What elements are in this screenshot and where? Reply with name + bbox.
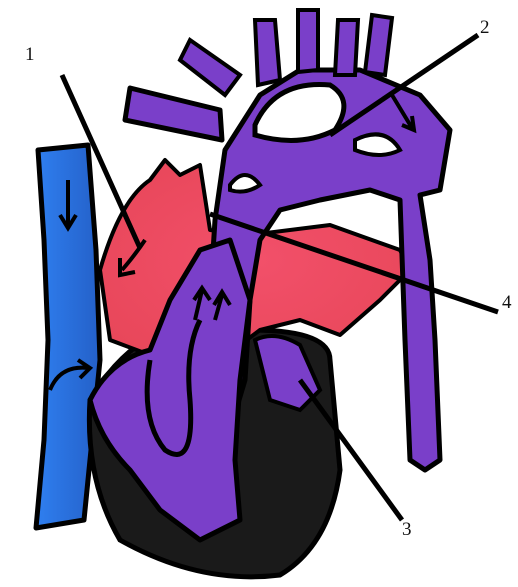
- arch-branch-5: [365, 15, 392, 75]
- arch-branch-4: [335, 20, 358, 75]
- arch-branch-2: [255, 20, 280, 85]
- arch-inner-opening: [230, 175, 260, 192]
- arch-branch-3: [298, 10, 318, 72]
- arch-branch-1: [180, 40, 240, 95]
- callout-number-4: 4: [502, 292, 512, 313]
- callout-number-2: 2: [480, 17, 490, 38]
- callout-number-3: 3: [402, 519, 412, 540]
- pulmonary-branch-left: [125, 88, 222, 140]
- callout-number-1: 1: [25, 44, 35, 65]
